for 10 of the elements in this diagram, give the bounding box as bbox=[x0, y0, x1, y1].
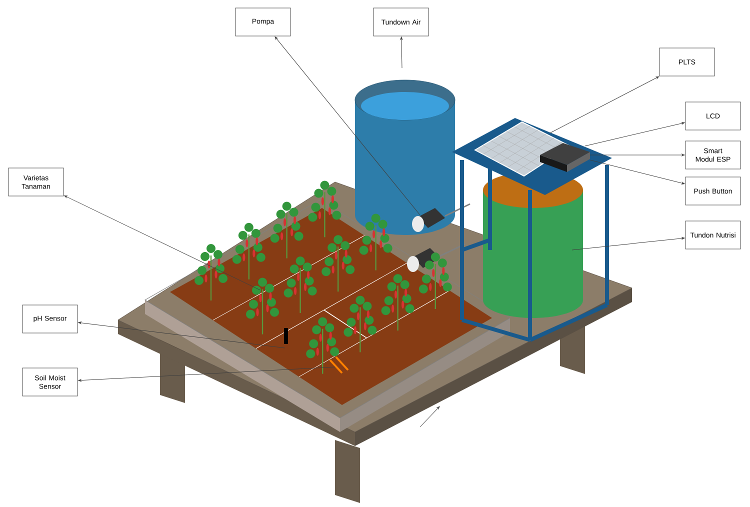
leader-line bbox=[550, 76, 660, 134]
leader-line bbox=[590, 154, 685, 156]
leader-line bbox=[584, 122, 685, 146]
leader-line bbox=[400, 36, 403, 68]
leader-line bbox=[274, 36, 420, 216]
leader-line bbox=[78, 366, 336, 382]
leader-line bbox=[572, 237, 685, 250]
leader-line bbox=[64, 195, 260, 290]
leader-line bbox=[590, 160, 685, 184]
leader-line bbox=[78, 322, 286, 348]
